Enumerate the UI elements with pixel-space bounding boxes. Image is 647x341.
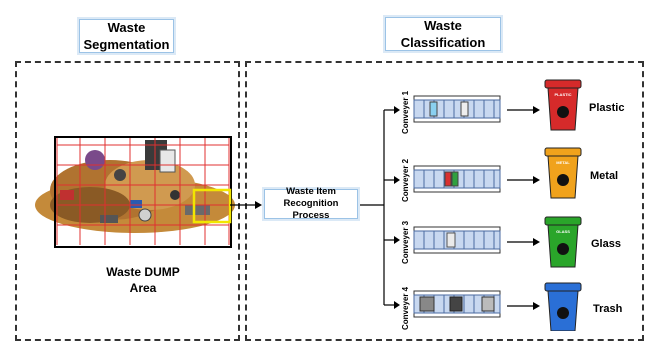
recognition-line1: Waste Item: [286, 186, 336, 197]
segmentation-title-line2: Segmentation: [83, 37, 170, 52]
segmentation-title-line1: Waste: [107, 20, 146, 35]
bin-label-glass: Glass: [591, 238, 621, 250]
conveyor-belt-2: [413, 165, 501, 193]
bin-trash-icon: [544, 282, 582, 331]
bin-plastic-icon: [544, 79, 582, 131]
segmentation-grid: [56, 138, 230, 245]
dump-label-line1: Waste DUMP: [106, 265, 180, 279]
conveyor-belt-1: [413, 95, 501, 123]
conveyor-label-4: Conveyer 4: [401, 286, 410, 330]
diagram-canvas: [35, 79, 582, 331]
bin-label-metal: Metal: [590, 170, 619, 182]
dump-label-line2: Area: [129, 281, 157, 295]
bin-tag-plastic: PLASTIC: [554, 92, 572, 97]
conveyor-label-3: Conveyer 3: [401, 220, 410, 264]
conveyor-belt-3: [413, 226, 501, 254]
conveyor-label-2: Conveyer 2: [401, 158, 410, 202]
bin-glass-icon: [544, 216, 582, 268]
bin-tag-metal: METAL: [556, 160, 570, 165]
classification-title-line2: Classification: [400, 35, 486, 50]
bin-label-trash: Trash: [593, 303, 623, 315]
highlight-cell: [192, 188, 232, 224]
bin-label-plastic: Plastic: [589, 102, 625, 114]
bin-metal-icon: [544, 147, 582, 199]
conveyor-label-1: Conveyer 1: [401, 90, 410, 134]
recognition-line2: Recognition Process: [283, 198, 339, 221]
bin-tag-glass: GLASS: [556, 229, 570, 234]
classification-title-line1: Waste: [424, 18, 462, 33]
dump-area-label: Waste DUMP Area: [80, 264, 206, 296]
conveyor-belt-4: [413, 290, 501, 318]
